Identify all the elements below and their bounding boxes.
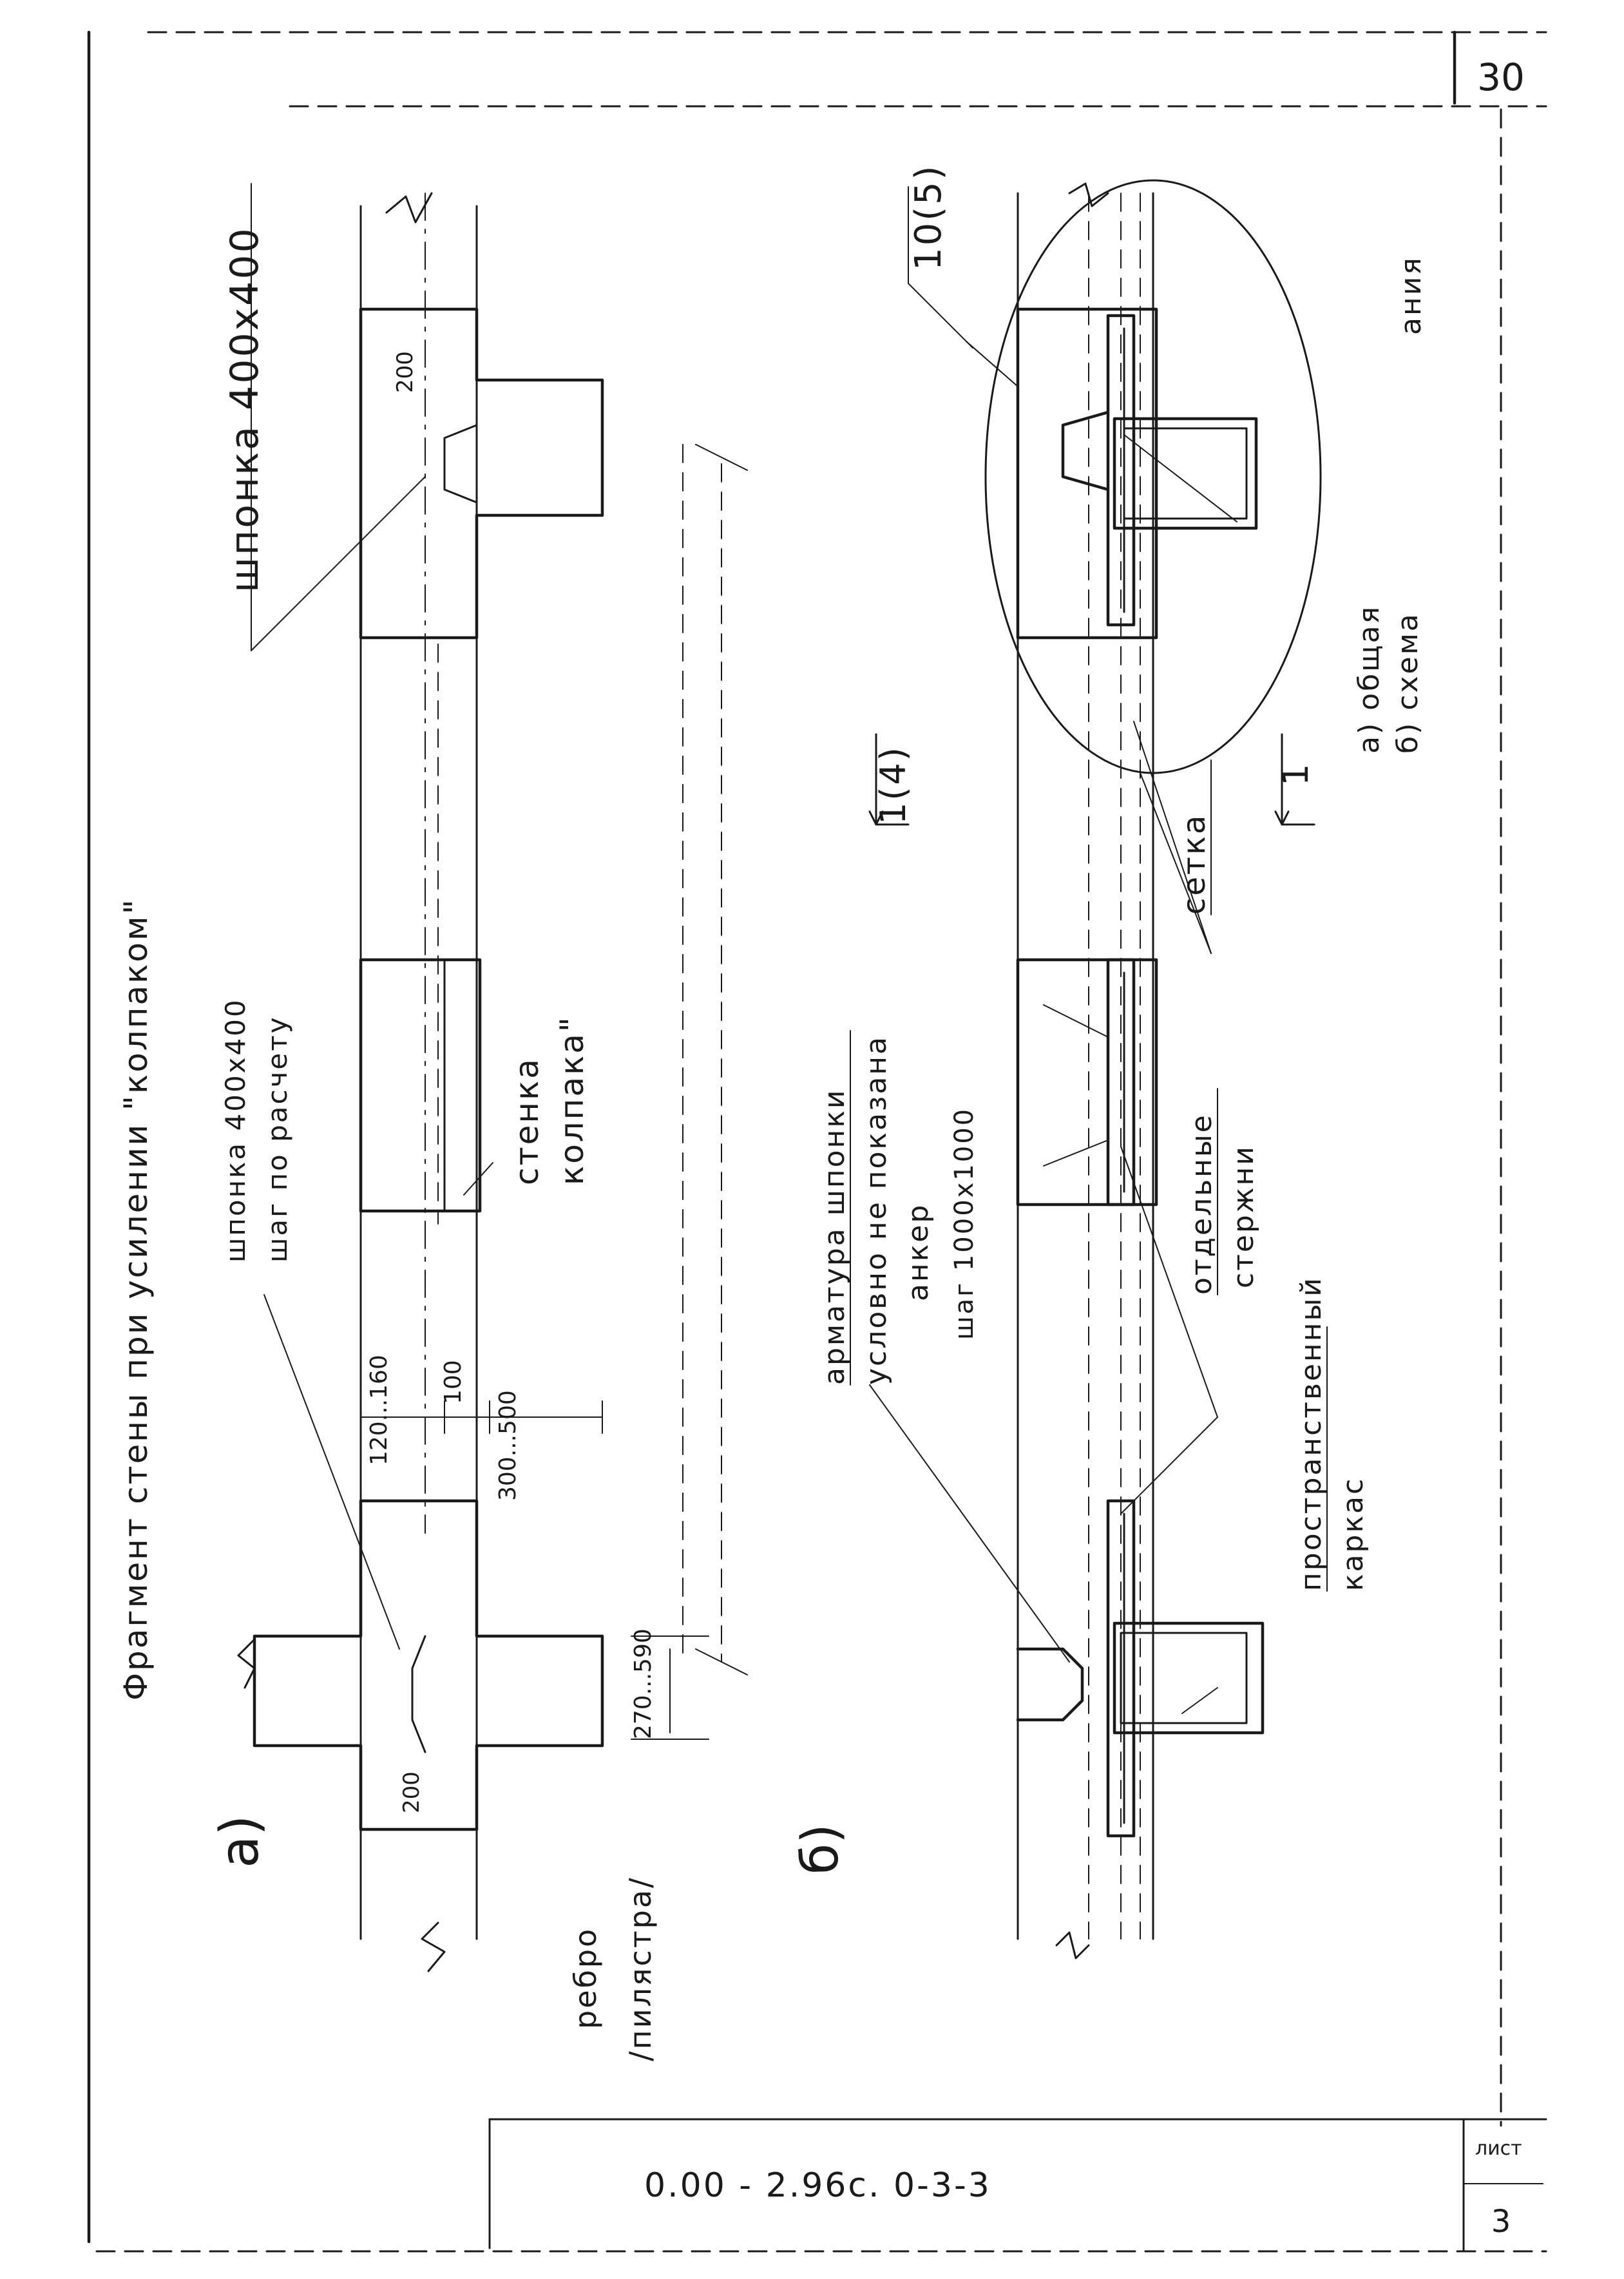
label-key-large: шпонка 400х400 <box>222 226 267 593</box>
svg-text:1(4): 1(4) <box>873 745 913 825</box>
stamp-sheet-value: 3 <box>1491 2204 1511 2240</box>
dim-100: 100 <box>440 1360 466 1404</box>
label-key-step: шаг по расчету <box>262 1015 293 1263</box>
plan-a: 200 200 120...160 100 300...500 270...59… <box>237 183 748 1972</box>
label-pilaster: /пилястра/ <box>623 1876 658 2061</box>
note-a: а) общая <box>1353 605 1386 754</box>
label-rib: ребро <box>568 1927 603 2029</box>
label-key-reinf-2: условно не показана <box>860 1035 893 1385</box>
part-a-label: а) <box>209 1815 271 1868</box>
drawing-title: Фрагмент стены при усилении "колпаком" <box>117 897 155 1701</box>
stamp-code: 0.00 - 2.96с. 0-3-3 <box>644 2166 991 2205</box>
dim-200-top: 200 <box>392 351 418 393</box>
label-separate-bars-1: отдельные <box>1185 1113 1218 1295</box>
label-separate-bars-2: стержни <box>1227 1145 1260 1288</box>
label-detail-ref: 10(5) <box>908 164 950 271</box>
section-marker-bottom: 1 <box>1274 733 1316 826</box>
svg-text:1: 1 <box>1275 762 1316 786</box>
sheet-number-top: 30 <box>1477 55 1525 99</box>
note-tail: ания <box>1395 256 1428 335</box>
label-cap-wall-1: стенка <box>508 1057 546 1185</box>
label-key-typical: шпонка 400х400 <box>220 998 251 1263</box>
label-anchor-1: анкер <box>902 1203 935 1301</box>
label-spatial-frame-2: каркас <box>1337 1477 1370 1591</box>
dim-270-590: 270...590 <box>630 1628 656 1739</box>
dim-200-low: 200 <box>399 1771 425 1813</box>
title-block: 0.00 - 2.96с. 0-3-3 лист 3 <box>644 2137 1522 2240</box>
stamp-sheet-label: лист <box>1475 2137 1522 2160</box>
section-marker-top: 1(4) <box>868 733 913 826</box>
part-b-label: б) <box>792 1824 850 1874</box>
label-anchor-2: шаг 1000х1000 <box>950 1107 979 1340</box>
sheet-frame <box>87 30 1547 2253</box>
label-cap-wall-2: колпака" <box>553 1015 591 1185</box>
dim-120-160: 120...160 <box>366 1355 392 1465</box>
label-key-reinf-1: арматура шпонки <box>818 1089 851 1386</box>
label-mesh: сетка <box>1176 814 1212 915</box>
note-b: б) схема <box>1391 612 1424 754</box>
dim-300-500: 300...500 <box>495 1390 521 1501</box>
label-spatial-frame-1: пространственный <box>1295 1276 1328 1591</box>
plan-b <box>869 179 1322 1960</box>
